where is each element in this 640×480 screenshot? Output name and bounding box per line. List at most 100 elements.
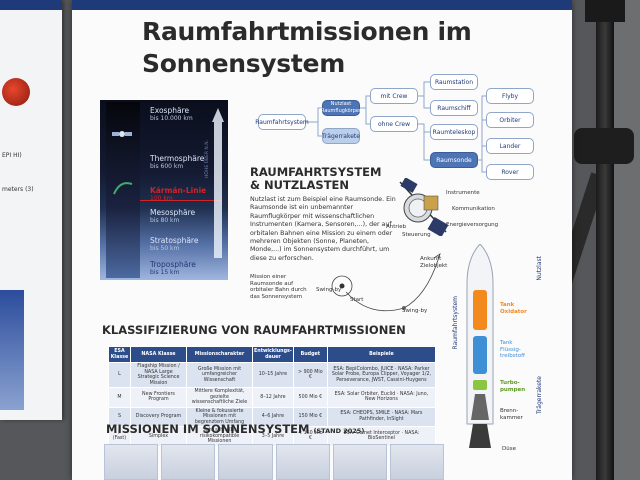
title-line: Sonnensystem — [142, 49, 345, 78]
title-line: Raumfahrtmissionen im — [142, 17, 472, 46]
box-traegerrakete: Trägerrakete — [322, 128, 360, 144]
box-raumfahrtsystem: Raumfahrtsystem — [255, 114, 309, 130]
table-cell: M — [108, 387, 131, 408]
box-lander: Lander — [486, 138, 534, 154]
background-poster-left-bar — [0, 0, 62, 10]
mission-tile — [161, 444, 216, 480]
table-cell: ESA: Comet Interceptor · NASA: BioSentin… — [326, 426, 437, 447]
layer-height: bis 80 km — [150, 217, 180, 224]
table-header: NASA Klasse — [130, 346, 187, 363]
rocket-label-brennkammer: Brenn-kammer — [500, 408, 523, 421]
probe-label-kommunikation: Kommunikation — [452, 206, 495, 212]
table-header: Entwicklungs-dauer — [252, 346, 294, 363]
swingby-start: Start — [350, 297, 364, 303]
box-flyby: Flyby — [486, 88, 534, 104]
height-axis-label: HÖHE ÜBER N.N. — [205, 140, 210, 178]
table-cell: 500 Mio € — [292, 387, 328, 408]
box-orbiter: Orbiter — [486, 112, 534, 128]
layer-name: Mesosphäre — [150, 208, 196, 217]
section-title: RAUMFAHRTSYSTEM & NUTZLASTEN — [250, 166, 381, 192]
aurora-icon — [113, 182, 133, 195]
mission-tile — [389, 444, 445, 480]
layer-karman: Kármán-Linie 100 km — [150, 186, 206, 202]
table-cell: 10–15 Jahre — [252, 362, 294, 388]
mission-tile — [332, 444, 387, 480]
box-nutzlast: Nutzlast (Raumflugkörper) — [319, 100, 363, 116]
rocket-graphic — [466, 244, 494, 448]
rocket-label-turbopumpen: Turbo-pumpen — [500, 380, 526, 393]
table-cell: > 900 Mio € — [292, 362, 328, 388]
poster-top-bar — [72, 0, 572, 10]
section-title-line: & NUTZLASTEN — [250, 178, 350, 192]
mission-tile — [104, 444, 159, 480]
rocket-label-duese: Düse — [502, 446, 516, 452]
probe-label-energie: Energieversorgung — [446, 222, 499, 228]
table-cell: 3–5 Jahre — [252, 426, 294, 447]
layer-stratosphere: Stratosphäre bis 50 km — [150, 236, 198, 252]
layer-name: Thermosphäre — [150, 154, 205, 163]
probe-label-steuerung: Steuerung — [402, 232, 431, 238]
classification-title: KLASSIFIZIERUNG VON RAUMFAHRTMISSIONEN — [102, 323, 406, 337]
probe-label-instrumente: Instrumente — [446, 190, 480, 196]
layer-name: Troposphäre — [150, 260, 196, 269]
layer-height: bis 15 km — [150, 269, 180, 276]
swingby-mission-text: Mission einer Raumsonde auf orbitaler Ba… — [250, 274, 307, 300]
stand-pole — [596, 0, 614, 480]
table-cell: Große Mission mit umfangreicher Wissensc… — [186, 362, 253, 388]
rocket-label-tank-oxidator: Tank Oxidator — [500, 302, 527, 315]
space-probe-icon — [399, 178, 449, 236]
section-title-line: RAUMFAHRTSYSTEM — [250, 165, 382, 179]
box-mit-crew: mit Crew — [370, 88, 418, 104]
table-cell: L — [108, 362, 131, 388]
table-cell: Mittlere Komplexität, gezielte wissensch… — [186, 387, 253, 408]
table-header: Missionscharakter — [186, 346, 253, 363]
stand-clamp — [585, 0, 625, 22]
table-cell: Flagship Mission / NASA Large Strategic … — [130, 362, 187, 388]
swingby-trajectory — [331, 253, 441, 312]
table-header: Budget — [292, 346, 328, 363]
left-poster-text: meters (3) — [2, 186, 34, 193]
table-header: Beispiele — [326, 346, 437, 363]
section-paragraph: Nutzlast ist zum Beispiel eine Raumsonde… — [250, 196, 396, 262]
layer-troposphere: Troposphäre bis 15 km — [150, 260, 196, 276]
table-cell: 8–12 Jahre — [252, 387, 294, 408]
swingby-label-1: Swing-by — [316, 287, 342, 293]
layer-mesosphere: Mesosphäre bis 80 km — [150, 208, 195, 224]
box-ohne-crew: ohne Crew — [370, 116, 418, 132]
box-raumschiff: Raumschiff — [430, 100, 478, 116]
swingby-label-2: Swing-by — [402, 308, 428, 314]
table-row: S Discovery Program Kleine & fokussierte… — [108, 406, 437, 427]
box-rover: Rover — [486, 164, 534, 180]
table-row: F (Fast) Simplex Sehr schnelle, risikoko… — [108, 426, 437, 447]
left-poster-text: EPI HI) — [2, 152, 22, 159]
box-raumsonde: Raumsonde — [430, 152, 478, 168]
wall — [614, 0, 640, 480]
classification-table: ESA Klasse NASA Klasse Missionscharakter… — [108, 346, 437, 447]
layer-height: bis 10.000 km — [150, 115, 193, 122]
table-cell: Simplex — [130, 426, 187, 447]
probe-label-antrieb: Antrieb — [386, 224, 407, 230]
box-raumteleskop: Raumteleskop — [430, 124, 478, 140]
karman-line — [140, 200, 222, 201]
layer-height: bis 600 km — [150, 163, 184, 170]
layer-name: Kármán-Linie — [150, 186, 207, 195]
layer-height: 100 km — [150, 195, 173, 202]
rocket-side-label-nutzlast: Nutzlast — [536, 256, 543, 281]
mission-tile — [218, 444, 273, 480]
table-cell: New Frontiers Program — [130, 387, 187, 408]
missions-title-text: MISSIONEN IM SONNENSYSTEM — [106, 422, 310, 436]
table-header: ESA Klasse — [108, 346, 131, 363]
swingby-ankunft: Ankunft Zielobjekt — [420, 256, 448, 269]
layer-name: Exosphäre — [150, 106, 190, 115]
table-cell: ESA: BepiColombo, JUICE · NASA: Parker S… — [326, 362, 437, 388]
table-cell: ESA: Solar Orbiter, Euclid · NASA: Juno,… — [326, 387, 437, 408]
table-cell: < 150 Mio € — [292, 426, 328, 447]
layer-name: Stratosphäre — [150, 236, 199, 245]
missions-strip — [104, 444, 445, 480]
rocket-side-label-traegerrakete: Trägerrakete — [536, 376, 543, 414]
mission-logo-icon — [2, 78, 30, 106]
table-cell: Sehr schnelle, risikokompatible Missione… — [186, 426, 253, 447]
table-cell: Kleine & fokussierte Missionen mit begre… — [186, 406, 253, 427]
rocket-side-label-raumfahrtsystem: Raumfahrtsystem — [452, 296, 459, 350]
stand-clamp — [574, 128, 634, 164]
